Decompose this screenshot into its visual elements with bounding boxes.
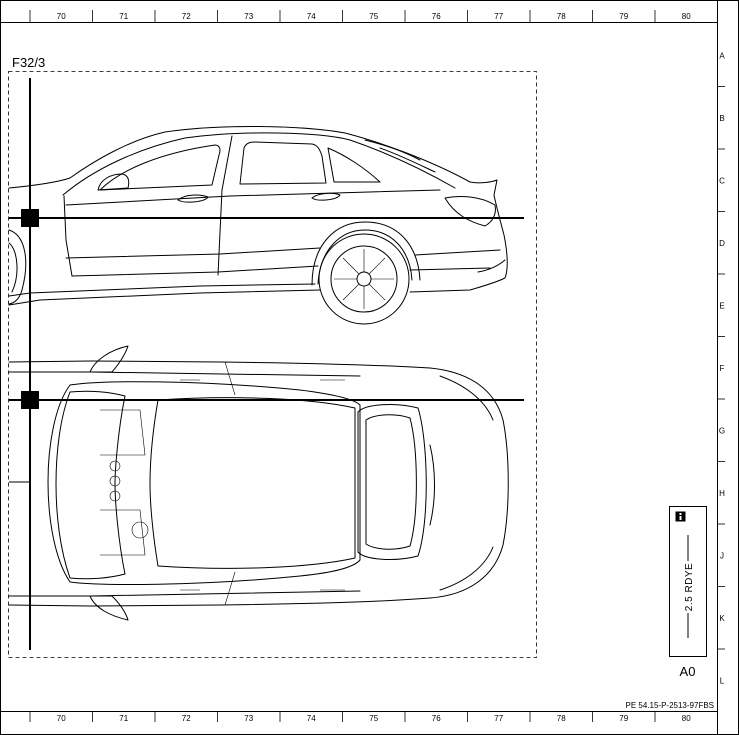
row-label: A: [719, 51, 725, 60]
column-label-top: 72: [182, 12, 191, 21]
info-icon: [675, 511, 686, 522]
row-label: K: [719, 614, 725, 623]
row-label: D: [719, 239, 725, 248]
row-label: F: [720, 364, 725, 373]
connector-box: 2.5 RDYE A0: [669, 506, 707, 679]
document-id: PE 54.15-P-2513-97FBS: [626, 701, 715, 710]
column-label-bottom: 78: [557, 714, 566, 723]
ground-point-lower: [21, 391, 39, 409]
column-ruler-bottom: 70 71 72 73 74 75 76 77 78 79 80: [0, 711, 717, 723]
column-label-bottom: 73: [244, 714, 253, 723]
ground-point-upper: [21, 209, 39, 227]
column-label-top: 75: [369, 12, 378, 21]
column-label-bottom: 76: [432, 714, 441, 723]
row-label: G: [719, 426, 725, 435]
column-label-bottom: 75: [369, 714, 378, 723]
column-label-top: 73: [244, 12, 253, 21]
row-label: J: [720, 551, 724, 560]
column-ruler-top: 70 71 72 73 74 75 76 77 78 79 80: [0, 10, 717, 23]
row-label: H: [719, 489, 725, 498]
wire-label: 2.5 RDYE: [684, 563, 695, 611]
column-label-top: 74: [307, 12, 316, 21]
column-label-bottom: 70: [57, 714, 66, 723]
column-label-top: 79: [619, 12, 628, 21]
car-side-view: [8, 126, 508, 325]
column-label-top: 77: [494, 12, 503, 21]
component-reference: F32/3: [12, 55, 45, 70]
column-label-bottom: 71: [119, 714, 128, 723]
column-label-top: 80: [682, 12, 691, 21]
column-label-top: 70: [57, 12, 66, 21]
column-label-top: 78: [557, 12, 566, 21]
row-ruler-right: A B C D E F G H J K L: [717, 0, 725, 735]
column-label-bottom: 77: [494, 714, 503, 723]
row-label: B: [719, 114, 724, 123]
component-outline: [8, 71, 537, 658]
row-label: L: [720, 676, 725, 685]
connector-name: A0: [680, 664, 696, 679]
column-label-bottom: 72: [182, 714, 191, 723]
column-label-bottom: 80: [682, 714, 691, 723]
harness-lines: [9, 78, 524, 650]
row-label: C: [719, 176, 725, 185]
column-label-top: 71: [119, 12, 128, 21]
column-label-top: 76: [432, 12, 441, 21]
row-label: E: [719, 301, 724, 310]
column-label-bottom: 74: [307, 714, 316, 723]
column-label-bottom: 79: [619, 714, 628, 723]
